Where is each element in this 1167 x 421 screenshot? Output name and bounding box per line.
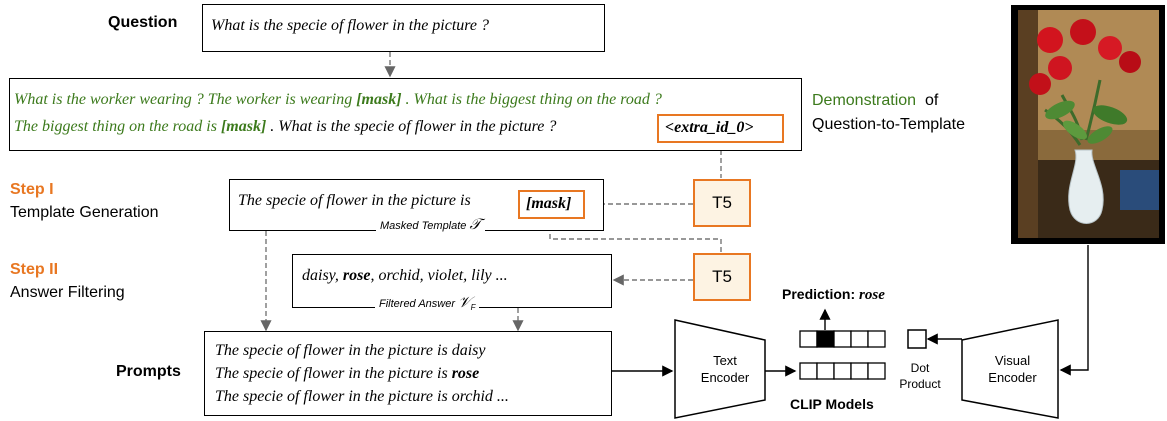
template-mask-box: [mask]: [518, 190, 585, 219]
prediction-label-text: Prediction:: [782, 286, 860, 302]
dot-product-label: Dot Product: [897, 360, 943, 392]
extra-id-text: <extra_id_0>: [665, 119, 754, 136]
step2-title: Step II: [10, 261, 59, 278]
visual-encoder-l1: Visual: [994, 353, 1031, 368]
answers-box: daisy, rose, orchid, violet, lily ... Fi…: [292, 254, 612, 313]
demonstration-label: Demonstration of: [812, 92, 938, 110]
prompt-line2-bold: rose: [451, 365, 480, 382]
demo-line1-text-a: What is the worker wearing ? The worker …: [14, 91, 357, 108]
text-feature-vector-bottom: [799, 362, 886, 380]
demo-line-2: The biggest thing on the road is [mask] …: [14, 118, 556, 136]
template-text: The specie of flower in the picture is: [238, 192, 471, 209]
step1-subtitle: Template Generation: [10, 204, 159, 221]
dot-product-l2: Product: [899, 377, 941, 391]
t5-box-generation: T5: [693, 179, 751, 227]
visual-encoder-l2: Encoder: [988, 370, 1037, 385]
prompt-line-1: The specie of flower in the picture is d…: [215, 342, 486, 359]
demo-line2-text-b: . What is the specie of flower in the pi…: [266, 118, 557, 135]
prompt-line-3: The specie of flower in the picture is o…: [215, 388, 509, 405]
clip-models-label: CLIP Models: [790, 396, 874, 412]
filtered-answer-caption: Filtered Answer 𝒱F: [375, 294, 480, 313]
flower-vase-image: [1011, 5, 1165, 244]
t5-box-filtering: T5: [693, 253, 751, 301]
masked-template-caption-text: Masked Template: [380, 220, 467, 232]
masked-template-symbol: 𝒯: [469, 217, 481, 233]
arrow-image-to-visual-encoder: [1059, 245, 1089, 376]
demonstration-of: of: [924, 92, 939, 109]
visual-encoder-shape: [961, 319, 1059, 419]
answers-text-b: , orchid, violet, lily ...: [370, 267, 508, 284]
demo-line2-text-a: The biggest thing on the road is: [14, 118, 221, 135]
prompts-box: The specie of flower in the picture is d…: [204, 331, 612, 416]
text-encoder-shape: [674, 319, 766, 419]
question-text: What is the specie of flower in the pict…: [211, 17, 490, 34]
template-mask-text: [mask]: [526, 195, 572, 212]
step2-subtitle: Answer Filtering: [10, 284, 125, 301]
prompt-line-2: The specie of flower in the picture is r…: [215, 365, 479, 383]
text-encoder-l1: Text: [713, 353, 737, 368]
demonstration-word: Demonstration: [812, 92, 917, 109]
image-feature-square: [907, 329, 927, 349]
filtered-answer-caption-text: Filtered Answer: [379, 298, 456, 310]
visual-encoder-label: Visual Encoder: [975, 352, 1050, 386]
filtered-answer-sub: F: [470, 303, 476, 313]
extra-id-box: <extra_id_0>: [657, 114, 784, 143]
demo-line1-text-b: . What is the biggest thing on the road …: [401, 91, 662, 108]
demonstration-label-line2: Question-to-Template: [812, 116, 965, 133]
question-box: What is the specie of flower in the pict…: [202, 4, 605, 52]
text-encoder-l2: Encoder: [700, 370, 750, 385]
answers-text-bold: rose: [342, 267, 371, 284]
prompt-line2-text: The specie of flower in the picture is: [215, 365, 452, 382]
dot-product-l1: Dot: [910, 361, 930, 375]
prompts-label: Prompts: [116, 363, 181, 380]
step1-title: Step I: [10, 181, 54, 198]
masked-template-caption: Masked Template 𝒯: [376, 216, 485, 234]
answers-text-a: daisy,: [302, 267, 343, 284]
demo-line-1: What is the worker wearing ? The worker …: [14, 91, 662, 109]
text-encoder-label: Text Encoder: [690, 352, 760, 386]
prediction-label: Prediction: rose: [782, 286, 885, 304]
answers-text: daisy, rose, orchid, violet, lily ...: [302, 267, 508, 285]
filtered-answer-symbol: 𝒱: [458, 295, 471, 311]
prediction-value: rose: [859, 287, 885, 303]
question-label: Question: [108, 14, 178, 31]
demo-line1-mask: [mask]: [356, 91, 402, 108]
text-feature-vector-top: [799, 330, 886, 348]
demo-line2-mask: [mask]: [220, 118, 267, 135]
